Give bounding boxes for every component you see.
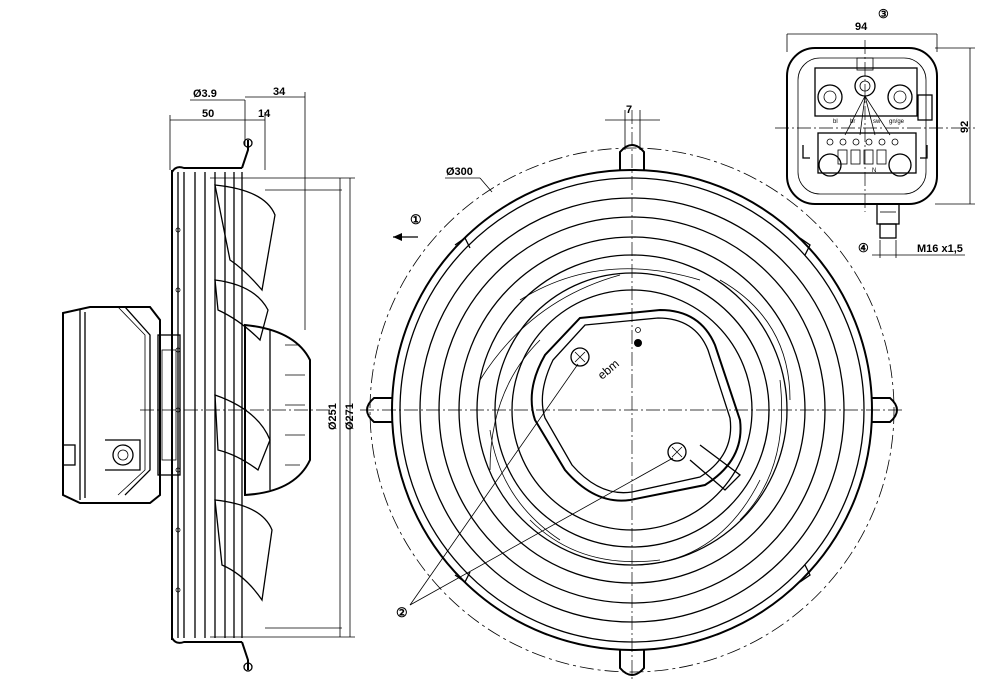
dim-depth-34: 34 [273,86,286,98]
dim-depth-50: 50 [202,108,214,120]
callout-terminal-box: ③ [878,7,889,21]
callout-airflow: ① [410,212,422,227]
dim-gland: M16 x1,5 [917,243,963,255]
dim-dia-271: Ø271 [344,403,356,430]
terminal-label-sw: sw [873,119,881,125]
dim-height-92: 92 [959,121,971,133]
dim-dia-251: Ø251 [327,403,339,430]
dim-depth-14: 14 [258,108,271,120]
brand-logo: ebm [595,357,622,383]
front-view [360,110,905,680]
screw-top [570,347,590,367]
dim-width-94: 94 [855,21,868,33]
terminal-box-view [775,33,975,258]
screw-bottom [667,442,687,462]
dim-hole-dia: Ø3.9 [193,88,217,100]
callout-cable-gland: ④ [858,241,869,255]
dim-width-7: 7 [626,104,632,116]
terminal-label-br: br [850,119,855,125]
terminal-label-neutral: N [872,168,876,174]
dim-dia-300: Ø300 [446,166,473,178]
terminal-label-gnge: gn/ge [889,119,905,125]
terminal-label-bl: bl [833,119,838,125]
callout-screws: ② [396,605,408,620]
side-view [62,92,355,672]
